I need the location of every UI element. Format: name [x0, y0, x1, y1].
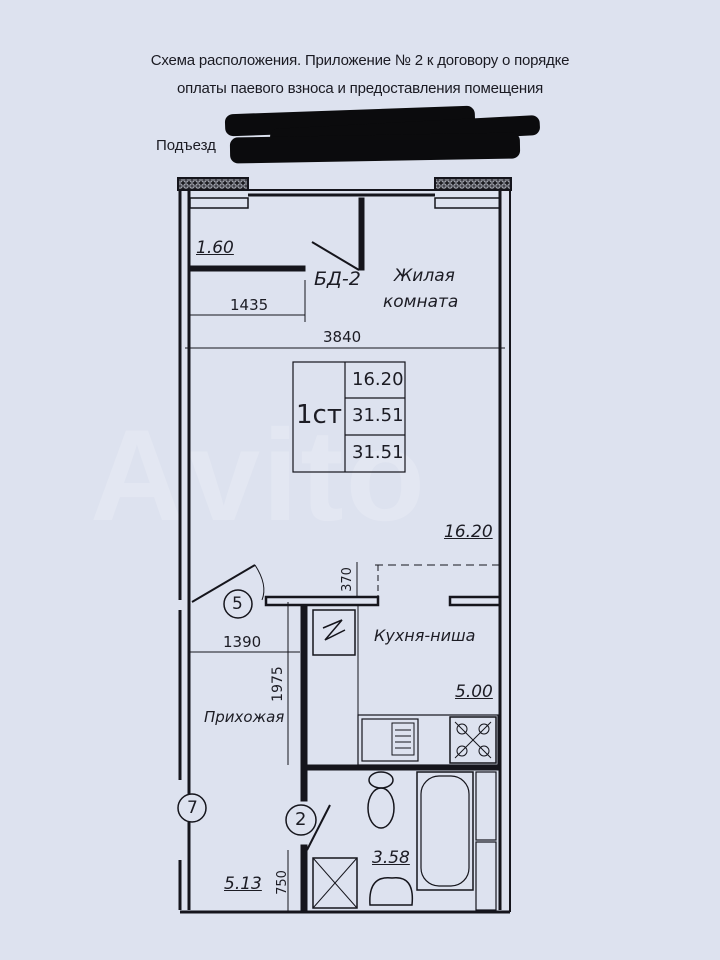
living-room-area: 16.20 [444, 522, 493, 542]
header-entrance-label: Подъезд [156, 137, 216, 154]
living-room-label-2: комната [383, 292, 459, 312]
kitchen-area: 5.00 [455, 682, 493, 702]
header-line-2: оплаты паевого взноса и предоставления п… [176, 80, 544, 97]
dimension-750: 750 [274, 870, 290, 895]
avito-watermark: Avito [90, 402, 428, 548]
hall-label: Прихожая [204, 708, 285, 726]
living-room-label-1: Жилая [394, 266, 455, 286]
dimension-1390: 1390 [223, 633, 262, 651]
apartment-type: 1ст [296, 400, 342, 430]
hall-area: 5.13 [224, 874, 262, 894]
living-area: 16.20 [352, 369, 404, 390]
room-number-5: 5 [232, 594, 243, 614]
kitchen-label: Кухня-ниша [374, 626, 476, 645]
dimension-1975: 1975 [269, 666, 286, 702]
total-area: 31.51 [352, 405, 404, 426]
closet-code: БД-2 [314, 268, 361, 290]
dimension-3840: 3840 [323, 328, 362, 346]
closet-area: 1.60 [196, 238, 234, 258]
room-number-2: 2 [295, 809, 307, 830]
bathroom-area: 3.58 [372, 848, 410, 868]
dimension-1435: 1435 [230, 296, 269, 314]
dimension-370: 370 [339, 567, 355, 592]
header-line-1: Схема расположения. Приложение № 2 к дог… [150, 52, 570, 69]
room-number-7: 7 [187, 798, 198, 818]
total-area-2: 31.51 [352, 442, 404, 463]
